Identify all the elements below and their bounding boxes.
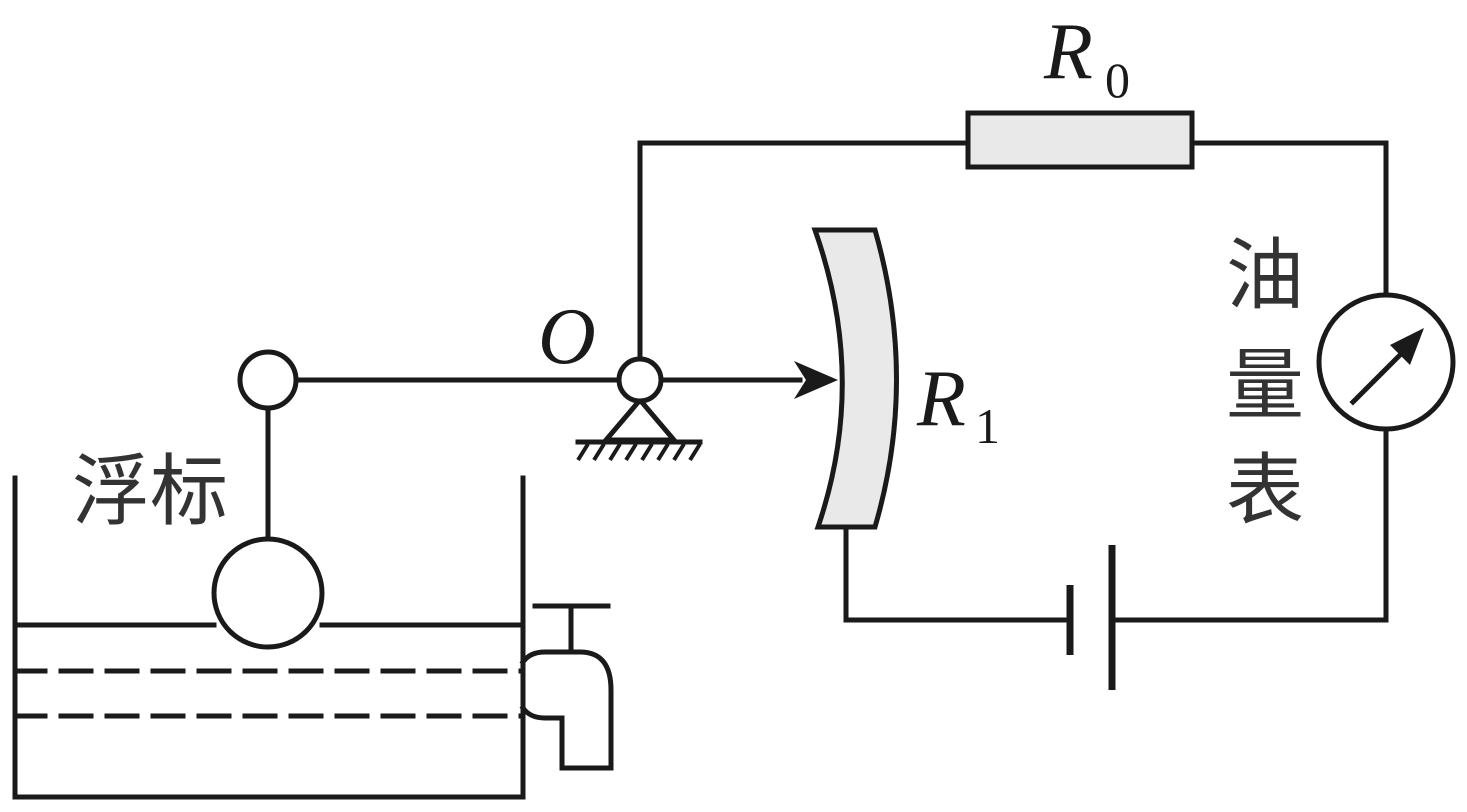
- meter-needle: [1349, 346, 1409, 406]
- slider-arrowhead: [794, 361, 838, 399]
- oil-tank: [12, 475, 526, 800]
- resistor-r0: [965, 110, 1195, 170]
- pivot-support: [575, 356, 703, 462]
- faucet-body: [519, 649, 614, 771]
- tank-walls: [12, 475, 526, 800]
- wire-battery-to-r1: [843, 524, 1073, 623]
- resistor-r1: [811, 227, 899, 530]
- label-r1-sub: 1: [975, 398, 1000, 454]
- circuit-wires: [637, 140, 1389, 623]
- oil-meter: [1316, 292, 1456, 432]
- wire-pivot-to-r0: [637, 140, 971, 362]
- meter-needle-arrowhead: [1390, 328, 1424, 365]
- label-meter-char-1: 油: [1226, 231, 1304, 321]
- float-assembly: [211, 349, 622, 650]
- wire-r0-to-meter: [1189, 140, 1389, 297]
- pivot-triangle: [600, 396, 680, 443]
- pivot-circle: [616, 356, 664, 404]
- battery: [1066, 545, 1116, 690]
- ground-hatch: [576, 442, 702, 462]
- slider-contact: [658, 361, 838, 399]
- label-meter-char-3: 表: [1226, 446, 1304, 536]
- label-pivot-o: O: [538, 293, 596, 381]
- label-float: 浮标: [72, 447, 228, 537]
- float-joint: [237, 349, 299, 411]
- label-r0-sub: 0: [1105, 52, 1130, 108]
- label-meter-char-2: 量: [1226, 341, 1304, 431]
- float-ball: [211, 536, 325, 650]
- label-r0-main: R: [1043, 8, 1093, 96]
- faucet: [519, 603, 614, 771]
- meter-dial: [1316, 292, 1456, 432]
- wire-meter-to-battery: [1109, 425, 1389, 623]
- label-r1-main: R: [916, 355, 966, 443]
